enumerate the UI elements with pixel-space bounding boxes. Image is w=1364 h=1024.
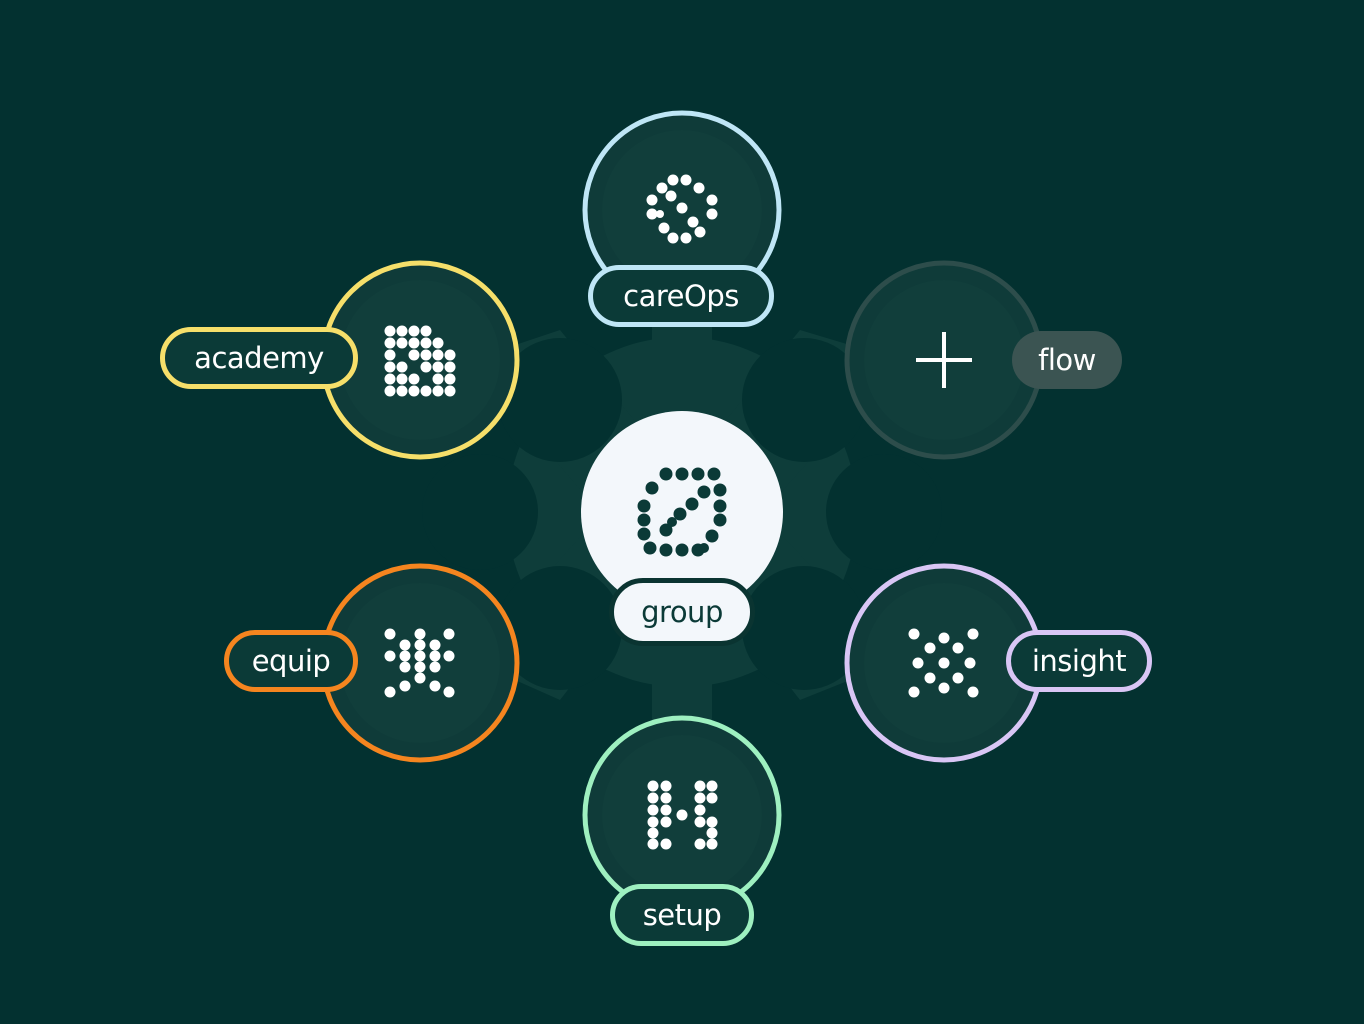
academy-logo-icon [384, 325, 456, 397]
node-flow[interactable] [844, 260, 1044, 460]
label-setup[interactable]: setup [610, 884, 754, 946]
node-insight[interactable] [844, 563, 1044, 763]
label-equip[interactable]: equip [224, 630, 358, 692]
node-academy[interactable] [320, 260, 520, 460]
node-group-center[interactable] [581, 411, 783, 613]
label-careops[interactable]: careOps [588, 265, 774, 327]
node-setup[interactable] [582, 715, 782, 915]
group-logo-icon [637, 467, 727, 557]
label-insight[interactable]: insight [1006, 630, 1152, 692]
equip-logo-icon [384, 628, 455, 698]
insight-logo-icon [908, 628, 979, 698]
plus-icon [916, 332, 972, 388]
setup-logo-icon [647, 780, 718, 850]
label-flow[interactable]: flow [1012, 331, 1122, 389]
label-group[interactable]: group [609, 578, 755, 646]
hub-notches [422, 338, 942, 690]
careops-logo-icon [646, 174, 718, 244]
label-academy[interactable]: academy [160, 327, 358, 389]
node-equip[interactable] [320, 563, 520, 763]
